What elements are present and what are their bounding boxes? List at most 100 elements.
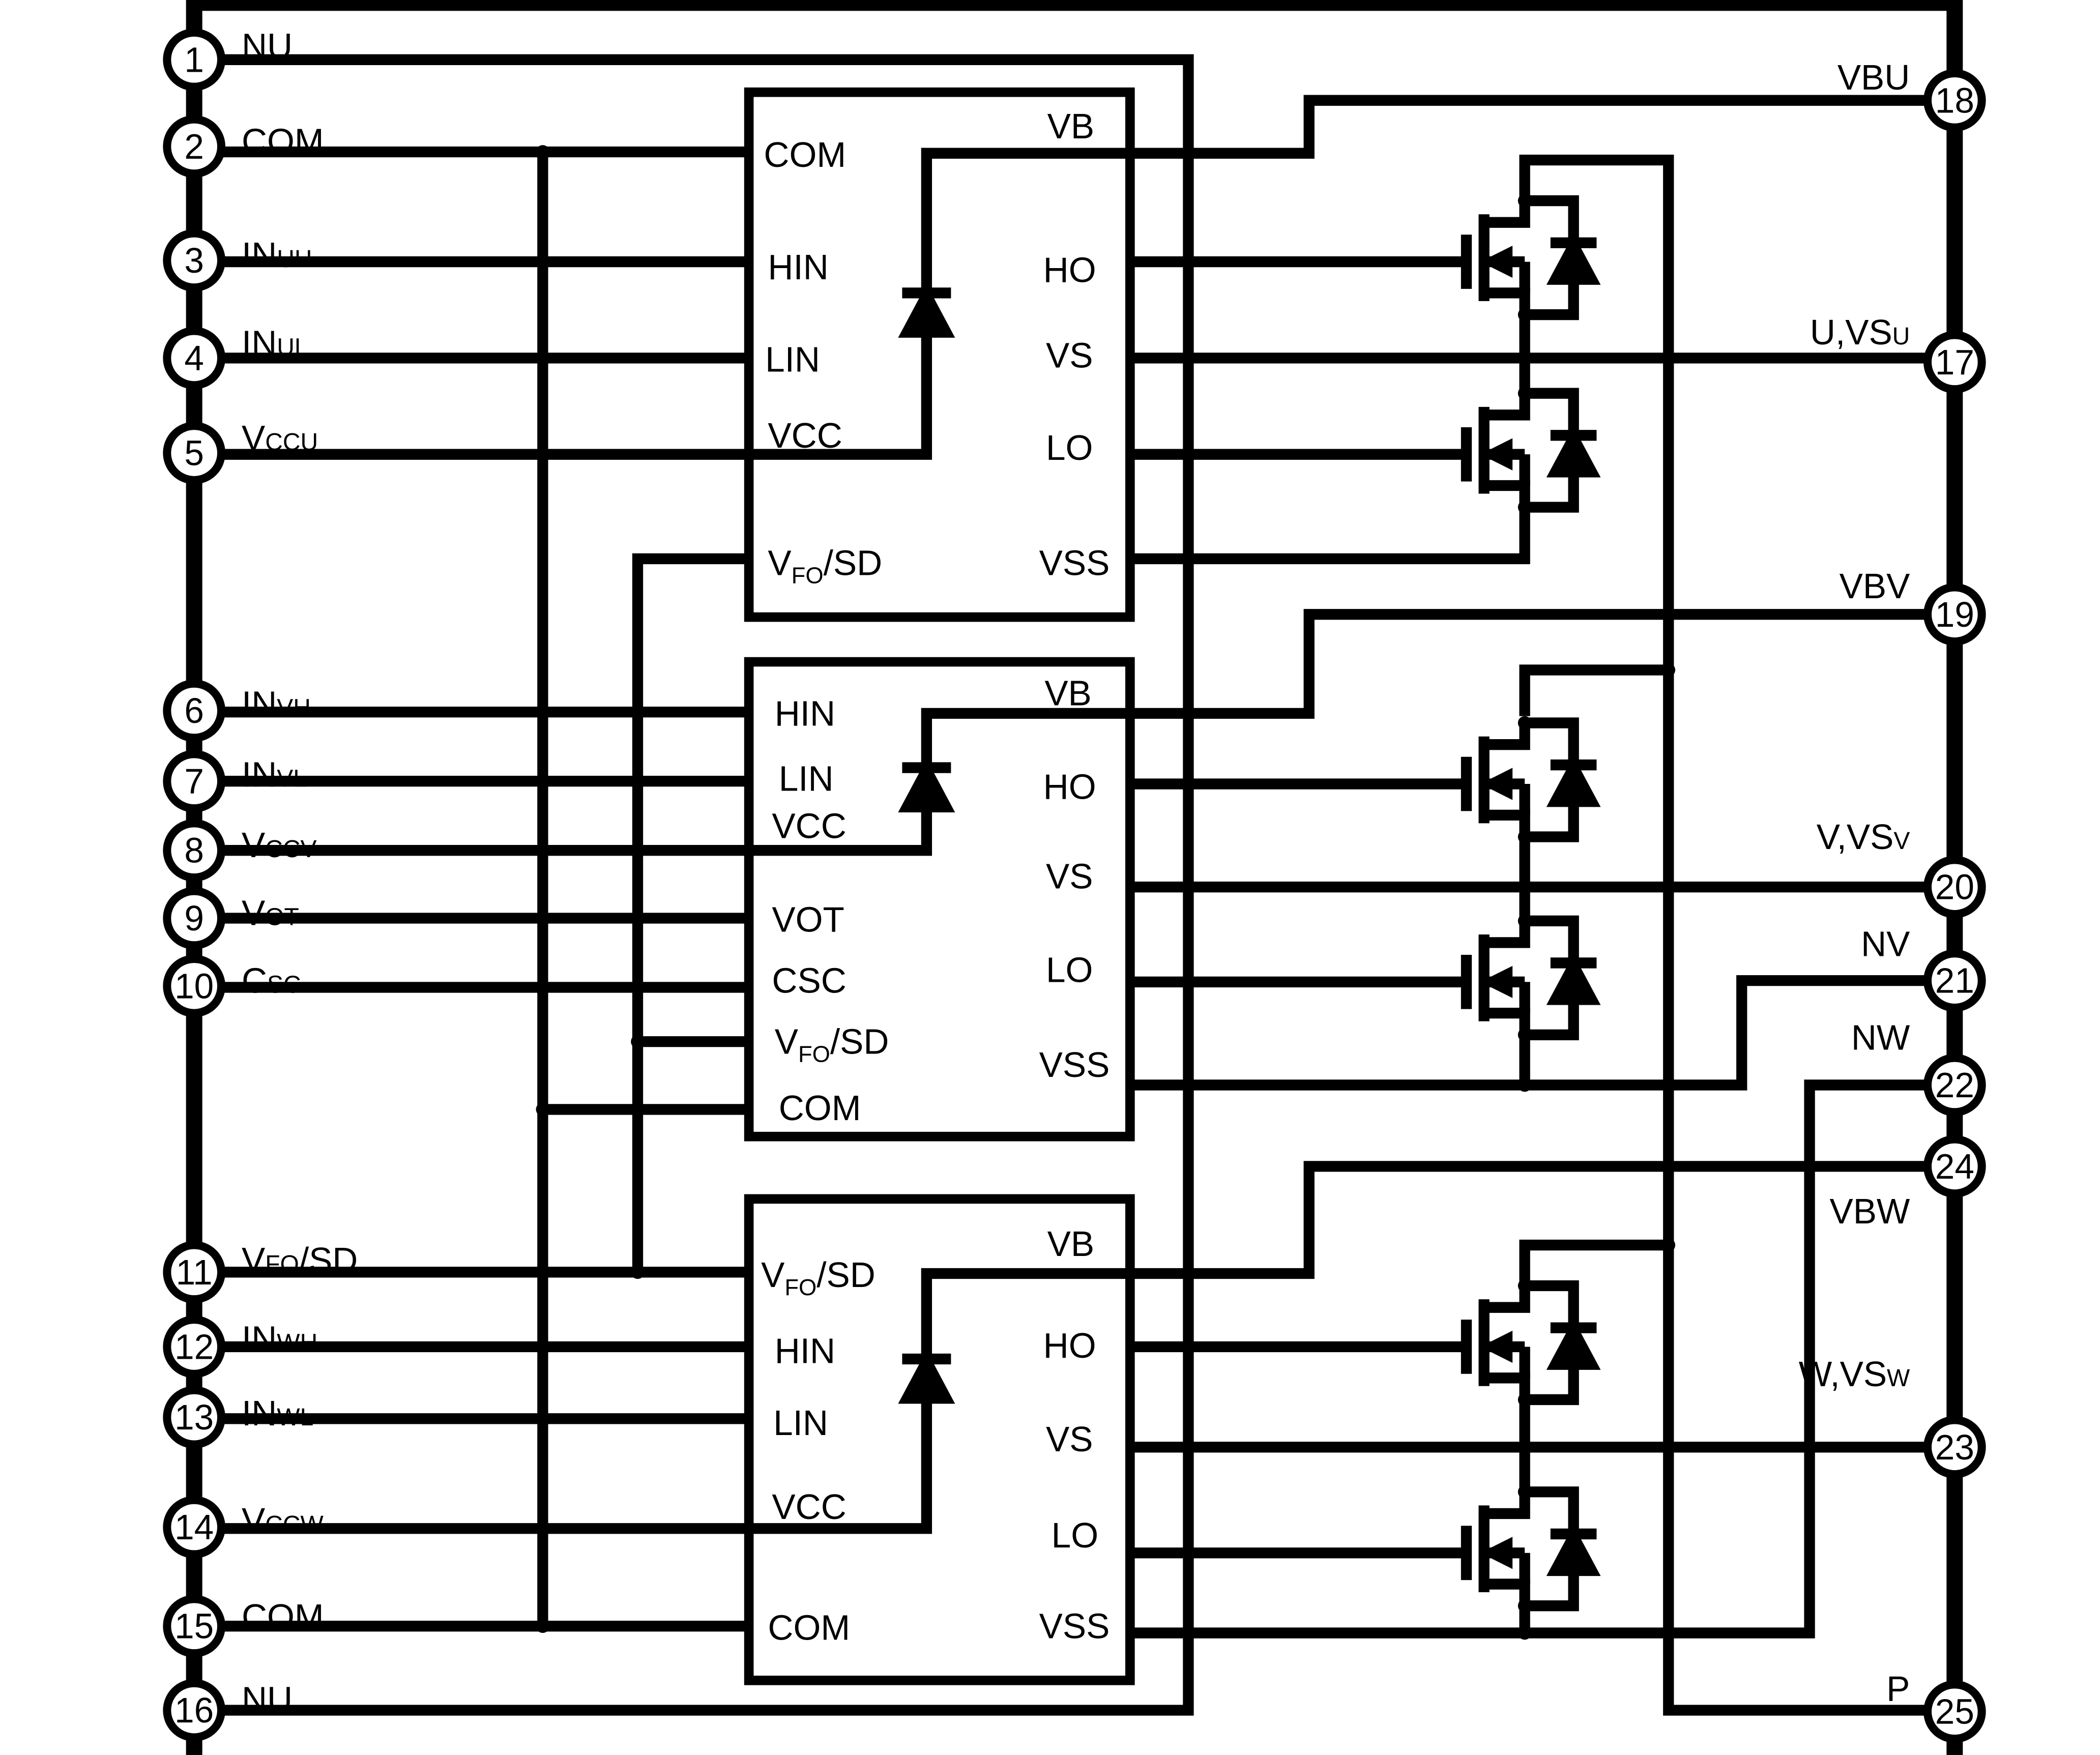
left-pin-1-number: 1 <box>184 40 204 79</box>
right-pin-19-circle <box>1923 583 1986 646</box>
left-pin-13-number: 13 <box>174 1397 214 1437</box>
driver-w-ho-label: HO <box>1043 1326 1096 1365</box>
left-pin-3-number: 3 <box>184 241 204 280</box>
driver-v-vcc-label: VCC <box>772 806 846 846</box>
right-pin-17-label: U,VSU <box>1810 312 1910 352</box>
left-pin-6-circle <box>163 679 225 742</box>
driver-v-com-label: COM <box>779 1088 861 1128</box>
left-pin-3: 3 INUH <box>163 229 312 292</box>
driver-v-lo-label: LO <box>1046 950 1093 989</box>
driver-v-vss-label: VSS <box>1039 1045 1110 1085</box>
left-pin-12: 12 INWH <box>163 1315 317 1378</box>
left-pin-1: 1 NU <box>163 26 293 91</box>
driver-u-ho-label: HO <box>1043 250 1096 290</box>
right-pin-23-number: 23 <box>1935 1427 1974 1467</box>
left-pin-14-number: 14 <box>174 1507 214 1547</box>
left-pin-7: 7 INVL <box>163 750 307 813</box>
left-pin-6-number: 6 <box>184 691 204 730</box>
gate-driver-v-labels: HIN LIN VCC VOT CSC VFO/SD COM VB HO VS … <box>772 673 1110 1128</box>
right-wiring <box>1130 95 1955 1716</box>
left-pin-12-label: INWH <box>242 1319 317 1358</box>
right-pin-18-number: 18 <box>1935 80 1974 120</box>
right-pin-18: 18 VBU <box>1838 57 1986 132</box>
driver-v-vfo-sd-label: VFO/SD <box>775 1022 889 1067</box>
left-pin-12-number: 12 <box>174 1327 214 1366</box>
driver-w-vss-label: VSS <box>1039 1606 1110 1646</box>
driver-u-lin-label: LIN <box>765 340 820 379</box>
left-pin-9-circle <box>163 887 225 950</box>
driver-w-vcc-label: VCC <box>772 1487 846 1527</box>
driver-v-csc-label: CSC <box>772 961 846 1001</box>
right-pin-21-number: 21 <box>1935 961 1974 1001</box>
driver-u-com-label: COM <box>764 135 846 174</box>
driver-u-vfo-sd-label: VFO/SD <box>768 543 882 588</box>
left-pin-16-circle <box>163 1679 225 1742</box>
mosfet-w-low-icon <box>1461 1485 1601 1613</box>
right-pin-19-label: VBV <box>1840 566 1910 606</box>
left-pin-8-number: 8 <box>184 831 204 870</box>
left-pin-5-label: VCCU <box>242 418 318 458</box>
driver-v-vot-label: VOT <box>772 900 844 940</box>
left-pin-5: 5 VCCU <box>163 418 318 484</box>
mosfet-u-low-icon <box>1461 386 1601 514</box>
left-pin-7-circle <box>163 750 225 813</box>
left-pin-5-number: 5 <box>184 433 204 473</box>
left-pin-11-number: 11 <box>176 1252 213 1292</box>
driver-v-vs-label: VS <box>1046 856 1093 896</box>
left-pin-13-circle <box>163 1386 225 1449</box>
bootstrap-diode-v-icon <box>898 759 955 813</box>
left-pin-2-number: 2 <box>184 127 204 166</box>
right-pin-25: 25P <box>1886 1669 1986 1743</box>
right-pin-18-label: VBU <box>1838 57 1910 97</box>
right-pin-21-label: NV <box>1861 924 1910 964</box>
right-pin-23-circle <box>1923 1416 1986 1479</box>
driver-w-lin-label: LIN <box>773 1403 828 1443</box>
right-pin-18-circle <box>1923 69 1986 132</box>
left-pin-12-circle <box>163 1315 225 1378</box>
right-pins: 18VBU17U,VSU19VBV20V,VSV21NV22NW24VBW23W… <box>1799 57 1986 1743</box>
left-pin-7-number: 7 <box>184 762 204 801</box>
driver-w-vfo-sd-label: VFO/SD <box>761 1255 876 1300</box>
left-pin-16-label: NU <box>242 1680 293 1719</box>
gate-driver-u-labels: COM HIN LIN VCC VFO/SD VB HO VS LO VSS <box>764 106 1110 588</box>
right-pin-25-label: P <box>1886 1669 1910 1708</box>
left-pin-14-circle <box>163 1496 225 1559</box>
right-pin-20-label: V,VSV <box>1817 817 1910 857</box>
left-pin-3-circle <box>163 229 225 292</box>
left-pin-4-label: INUL <box>242 324 308 363</box>
right-pin-24-number: 24 <box>1935 1147 1974 1186</box>
driver-u-vss-label: VSS <box>1039 543 1110 582</box>
driver-v-lin-label: LIN <box>779 758 834 798</box>
left-pin-11-circle <box>163 1241 225 1304</box>
left-pin-15-label: COM <box>242 1597 324 1636</box>
right-pin-22-label: NW <box>1851 1018 1910 1058</box>
right-pin-24-circle <box>1923 1135 1986 1198</box>
left-pin-10-number: 10 <box>174 966 214 1006</box>
right-pin-22: 22 NW <box>1851 1018 1986 1117</box>
left-pin-7-label: INVL <box>242 754 307 794</box>
gate-driver-w-box <box>744 1194 1135 1685</box>
driver-v-vb-label: VB <box>1044 673 1091 713</box>
right-pin-21: 21 NV <box>1861 924 1986 1012</box>
left-pin-1-label: NU <box>242 26 293 66</box>
left-pin-9-number: 9 <box>184 898 204 938</box>
left-pin-10-label: CSC <box>242 961 301 1001</box>
gate-driver-u-box <box>744 87 1135 622</box>
right-pin-23: 23W,VSW <box>1799 1354 1986 1479</box>
right-pin-25-circle <box>1923 1680 1986 1743</box>
left-pin-3-label: INUH <box>242 235 312 275</box>
gate-driver-v-box <box>744 657 1135 1142</box>
right-pin-22-number: 22 <box>1935 1065 1974 1105</box>
